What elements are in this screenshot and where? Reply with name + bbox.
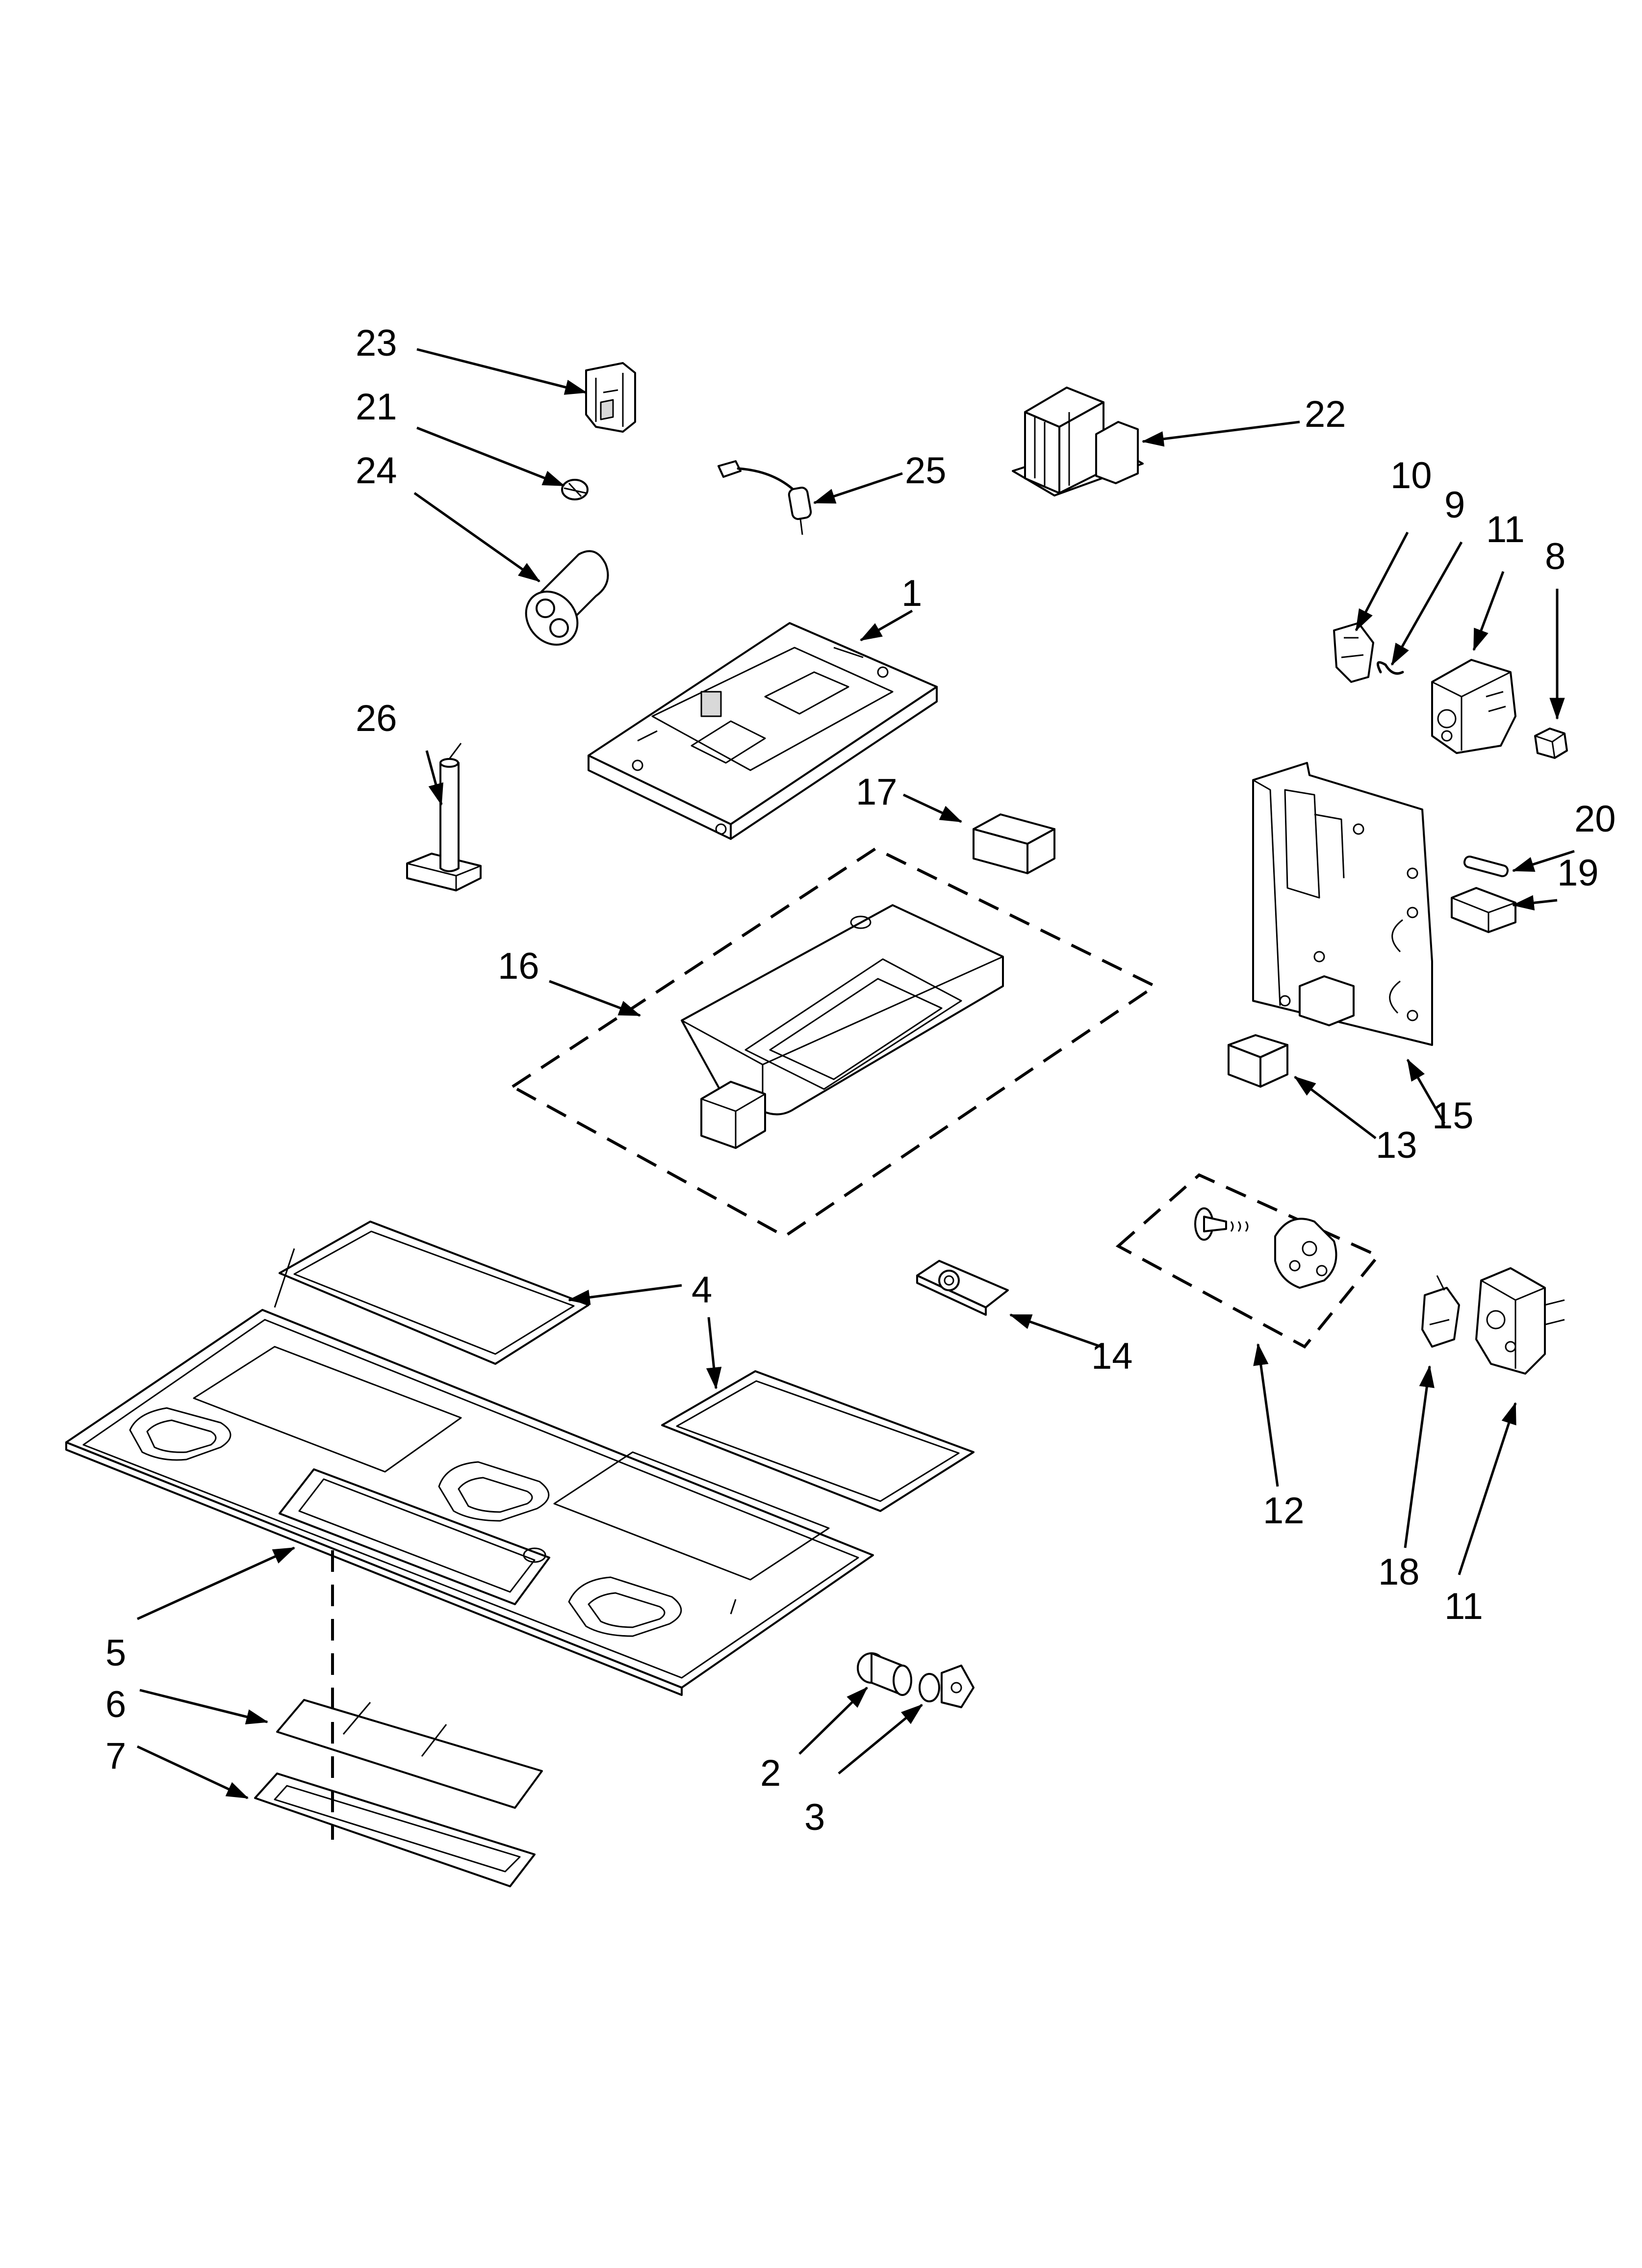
callout-23: 23 [356,322,397,364]
callout-20: 20 [1574,798,1616,840]
leader-lines [136,348,1575,1799]
part-22-transformer [1012,387,1144,496]
part-11-switch-lower [1475,1267,1565,1375]
part-10-bracket [1333,622,1374,683]
part-12-motor-kit [1115,1173,1381,1349]
callout-25: 25 [905,450,947,492]
callout-24: 24 [356,450,397,492]
callout-5: 5 [105,1632,126,1674]
callout-19: 19 [1557,852,1599,894]
part-15-control-panel [1252,762,1433,1046]
callout-12: 12 [1263,1490,1305,1532]
part-6-lens [276,1699,543,1809]
part-25-diode [718,460,812,535]
callout-8: 8 [1545,536,1565,577]
callout-14: 14 [1091,1335,1133,1377]
part-8-knob [1534,728,1568,759]
part-9-spring [1376,661,1404,675]
part-11-switch-upper [1431,659,1516,754]
part-7-frame [254,1773,536,1887]
callout-labels: 23 21 24 25 22 1 26 17 16 10 9 11 8 20 1… [105,322,1616,1838]
callout-22: 22 [1305,393,1346,435]
callout-17: 17 [856,771,898,813]
callout-18: 18 [1378,1551,1420,1593]
callout-3: 3 [804,1797,825,1838]
callout-6: 6 [105,1684,126,1725]
part-21-small-clip [561,479,589,500]
part-16-duct-kit [510,847,1158,1238]
part-14-plate [916,1260,1009,1316]
callout-4: 4 [692,1269,712,1311]
part-23-clip [585,362,636,433]
part-1-chassis-plate [588,622,938,840]
callout-21: 21 [356,386,397,428]
part-18-switch [1421,1275,1460,1348]
part-2-lamp-socket [857,1652,912,1696]
callout-16: 16 [498,945,539,987]
callout-11-lower: 11 [1444,1586,1483,1627]
part-5-bottom-pan [65,1248,874,1696]
part-20-fuse [1463,855,1509,878]
callout-11-upper: 11 [1486,509,1525,550]
callout-10: 10 [1390,455,1432,496]
part-17-relay [973,813,1055,874]
part-13-relay [1228,1034,1288,1088]
callout-2: 2 [760,1752,781,1794]
part-26-stand [406,743,482,891]
part-4-filter-panels [279,1221,975,1512]
callout-9: 9 [1444,484,1465,526]
callout-26: 26 [356,698,397,739]
part-19-fuse-holder [1451,887,1516,933]
callout-13: 13 [1376,1124,1417,1166]
callout-7: 7 [105,1735,126,1777]
part-3-lamp-holder [919,1665,975,1708]
callout-1: 1 [901,573,922,614]
callout-15: 15 [1432,1095,1474,1137]
part-24-capacitor [525,550,609,646]
